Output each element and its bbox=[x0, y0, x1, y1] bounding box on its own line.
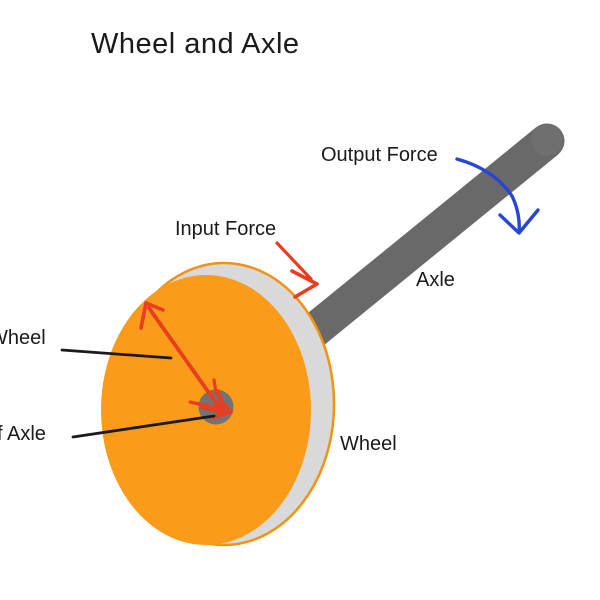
axle-radius-arrow bbox=[188, 400, 224, 411]
output-force-arrow bbox=[455, 157, 521, 233]
input-force-arrowhead-icon bbox=[290, 269, 319, 299]
axle-radius-arrowhead-icon bbox=[209, 397, 233, 420]
axle-end-face bbox=[531, 124, 563, 156]
wheel-radius-arrow bbox=[147, 306, 221, 409]
input-force-arrow bbox=[275, 241, 313, 281]
output-force-label: Output Force bbox=[321, 144, 438, 166]
radius-of-wheel-label-clipped: Wheel bbox=[0, 327, 46, 349]
axle-radius-tick bbox=[212, 378, 218, 395]
wheel-radius-arrowhead-outer-icon bbox=[139, 301, 165, 330]
callout-line-radius-of-wheel bbox=[60, 348, 173, 360]
wheel-label: Wheel bbox=[340, 433, 397, 455]
axle-label: Axle bbox=[416, 269, 455, 291]
page-title: Wheel and Axle bbox=[91, 28, 300, 60]
input-force-label: Input Force bbox=[175, 218, 277, 240]
radius-of-axle-label-clipped: f Axle bbox=[0, 423, 46, 445]
output-force-arrowhead-icon bbox=[498, 208, 540, 235]
axle-rod bbox=[287, 123, 565, 356]
callout-line-radius-of-axle bbox=[71, 414, 216, 439]
